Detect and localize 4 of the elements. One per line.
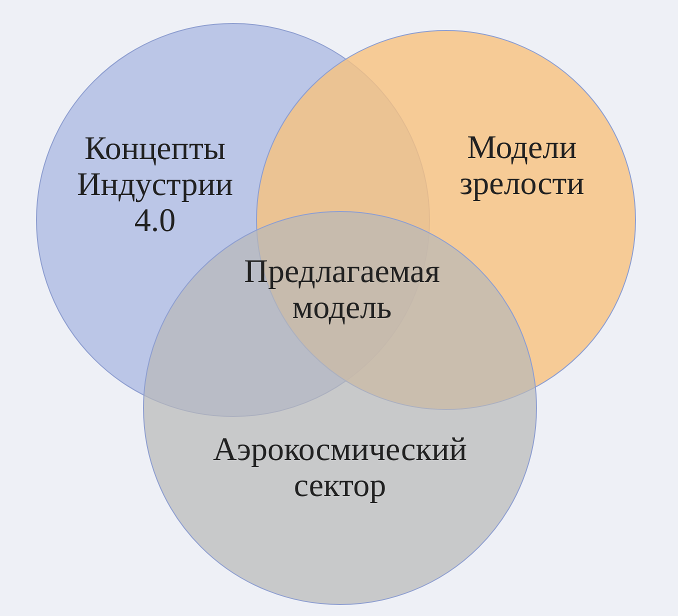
circle-label: Концепты Индустрии 4.0: [76, 131, 234, 239]
circle-label: Аэрокосмический сектор: [212, 432, 468, 504]
circle-label: Модели зрелости: [458, 130, 586, 202]
intersection-label: Предлагаемая модель: [243, 254, 441, 326]
